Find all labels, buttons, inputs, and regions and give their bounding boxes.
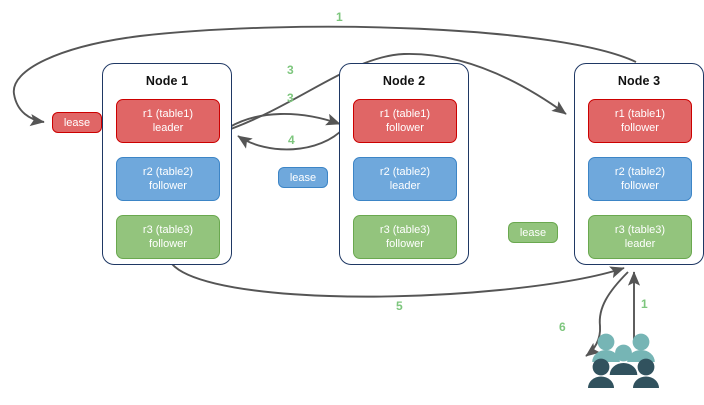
replica-role: leader	[389, 180, 421, 192]
replica-name: r1 (table1)	[379, 108, 431, 120]
node-2-replica-r1[interactable]: r1 (table1) follower	[353, 99, 457, 143]
node-1-container[interactable]: Node 1 r1 (table1) leader r2 (table2) fo…	[102, 63, 232, 265]
replica-role: follower	[149, 238, 187, 250]
replica-role: leader	[624, 238, 656, 250]
replica-role: follower	[386, 238, 424, 250]
replica-name: r2 (table2)	[379, 166, 431, 178]
replica-name: r3 (table3)	[142, 224, 194, 236]
replica-name: r1 (table1)	[142, 108, 194, 120]
node-1-replica-r1[interactable]: r1 (table1) leader	[116, 99, 220, 143]
step-label-3a: 3	[287, 63, 294, 77]
arrow-step-3-to-node2	[227, 113, 341, 129]
replica-name: r3 (table3)	[379, 224, 431, 236]
lease-badge-r1[interactable]: lease	[52, 112, 102, 133]
replica-role: follower	[621, 122, 659, 134]
replica-role: follower	[621, 180, 659, 192]
node-3-replica-r3[interactable]: r3 (table3) leader	[588, 215, 692, 259]
node-3-replica-r2[interactable]: r2 (table2) follower	[588, 157, 692, 201]
node-1-title: Node 1	[145, 74, 189, 88]
arrow-step-5	[171, 263, 625, 298]
node-3-replica-r1[interactable]: r1 (table1) follower	[588, 99, 692, 143]
node-1-replica-r2[interactable]: r2 (table2) follower	[116, 157, 220, 201]
step-label-4: 4	[288, 133, 295, 147]
lease-badge-r2[interactable]: lease	[278, 167, 328, 188]
node-3-title: Node 3	[617, 74, 661, 88]
people-group-icon	[588, 333, 659, 388]
node-2-replica-r2[interactable]: r2 (table2) leader	[353, 157, 457, 201]
node-1-replica-r3[interactable]: r3 (table3) follower	[116, 215, 220, 259]
replica-name: r1 (table1)	[614, 108, 666, 120]
replica-name: r2 (table2)	[614, 166, 666, 178]
node-2-replica-r3[interactable]: r3 (table3) follower	[353, 215, 457, 259]
replica-name: r3 (table3)	[614, 224, 666, 236]
replica-role: follower	[386, 122, 424, 134]
step-label-6: 6	[559, 320, 566, 334]
replica-name: r2 (table2)	[142, 166, 194, 178]
replica-role: follower	[149, 180, 187, 192]
node-2-title: Node 2	[382, 74, 426, 88]
step-label-5: 5	[396, 299, 403, 313]
node-3-container[interactable]: Node 3 r1 (table1) follower r2 (table2) …	[574, 63, 704, 265]
node-2-container[interactable]: Node 2 r1 (table1) follower r2 (table2) …	[339, 63, 469, 265]
step-label-2: 1	[336, 10, 343, 24]
step-label-1: 1	[641, 297, 648, 311]
step-label-3b: 3	[287, 91, 294, 105]
lease-badge-r3[interactable]: lease	[508, 222, 558, 243]
replica-role: leader	[152, 122, 184, 134]
